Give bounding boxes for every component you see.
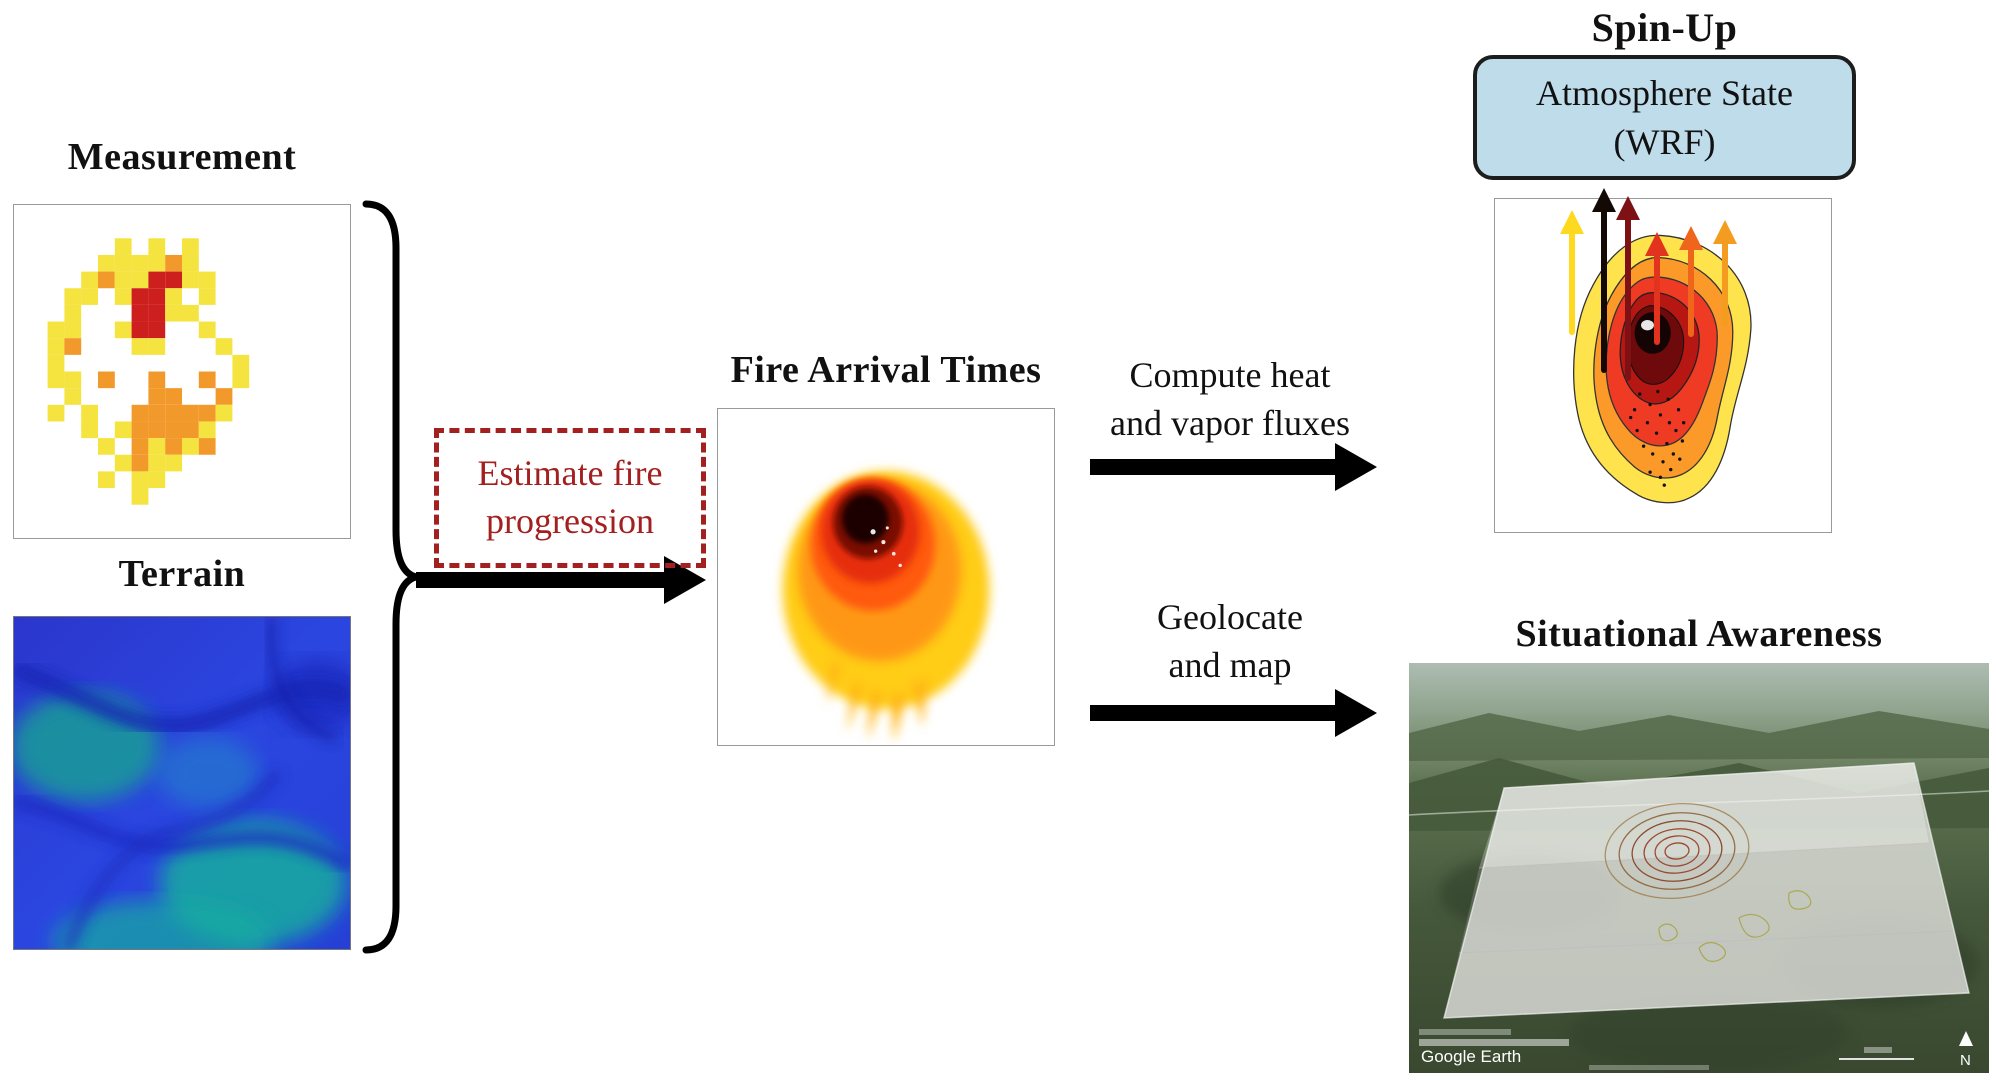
atmosphere-line1: Atmosphere State <box>1536 72 1793 113</box>
measurement-image <box>13 204 351 539</box>
compute-line1: Compute heat <box>1129 355 1331 395</box>
arrow-compute-fluxes <box>1090 443 1377 491</box>
arrow-shaft <box>416 572 664 588</box>
compute-heat-text: Compute heat and vapor fluxes <box>1070 352 1390 447</box>
terrain-label: Terrain <box>118 553 246 595</box>
estimate-line2: progression <box>486 501 654 541</box>
north-label: N <box>1960 1052 1971 1069</box>
grouping-brace <box>362 200 418 954</box>
google-earth-image: Google Earth N <box>1409 663 1989 1073</box>
fire-arrival-image <box>717 408 1055 746</box>
estimate-fire-progression-box: Estimate fire progression <box>434 428 706 568</box>
measurement-label: Measurement <box>67 136 297 178</box>
measurement-pixel-plot <box>47 238 250 505</box>
fire-arrival-label: Fire Arrival Times <box>730 349 1042 391</box>
arrow-shaft <box>1090 705 1335 721</box>
terrain-image <box>13 616 351 950</box>
north-arrow-icon <box>1959 1031 1973 1046</box>
google-earth-credit: Google Earth <box>1421 1047 1521 1066</box>
geolocate-line1: Geolocate <box>1157 597 1303 637</box>
atmosphere-state-box: Atmosphere State (WRF) <box>1473 55 1856 180</box>
compute-line2: and vapor fluxes <box>1110 402 1350 443</box>
arrow-geolocate-map <box>1090 689 1377 737</box>
fire-arrival-plot <box>782 471 990 743</box>
situational-awareness-label: Situational Awareness <box>1515 613 1883 655</box>
geolocate-text: Geolocate and map <box>1070 594 1390 689</box>
google-earth-scene: Google Earth N <box>1409 663 1989 1073</box>
geolocate-line2: and map <box>1168 644 1292 685</box>
arrow-shaft <box>1090 459 1335 475</box>
flux-arrows <box>1560 188 1737 381</box>
atmosphere-line2: (WRF) <box>1613 121 1716 162</box>
arrow-head <box>1335 689 1377 737</box>
terrain-elevation-map <box>14 617 350 949</box>
spin-up-label: Spin-Up <box>1591 5 1738 50</box>
estimate-line1: Estimate fire <box>477 453 663 494</box>
arrow-head <box>1335 443 1377 491</box>
